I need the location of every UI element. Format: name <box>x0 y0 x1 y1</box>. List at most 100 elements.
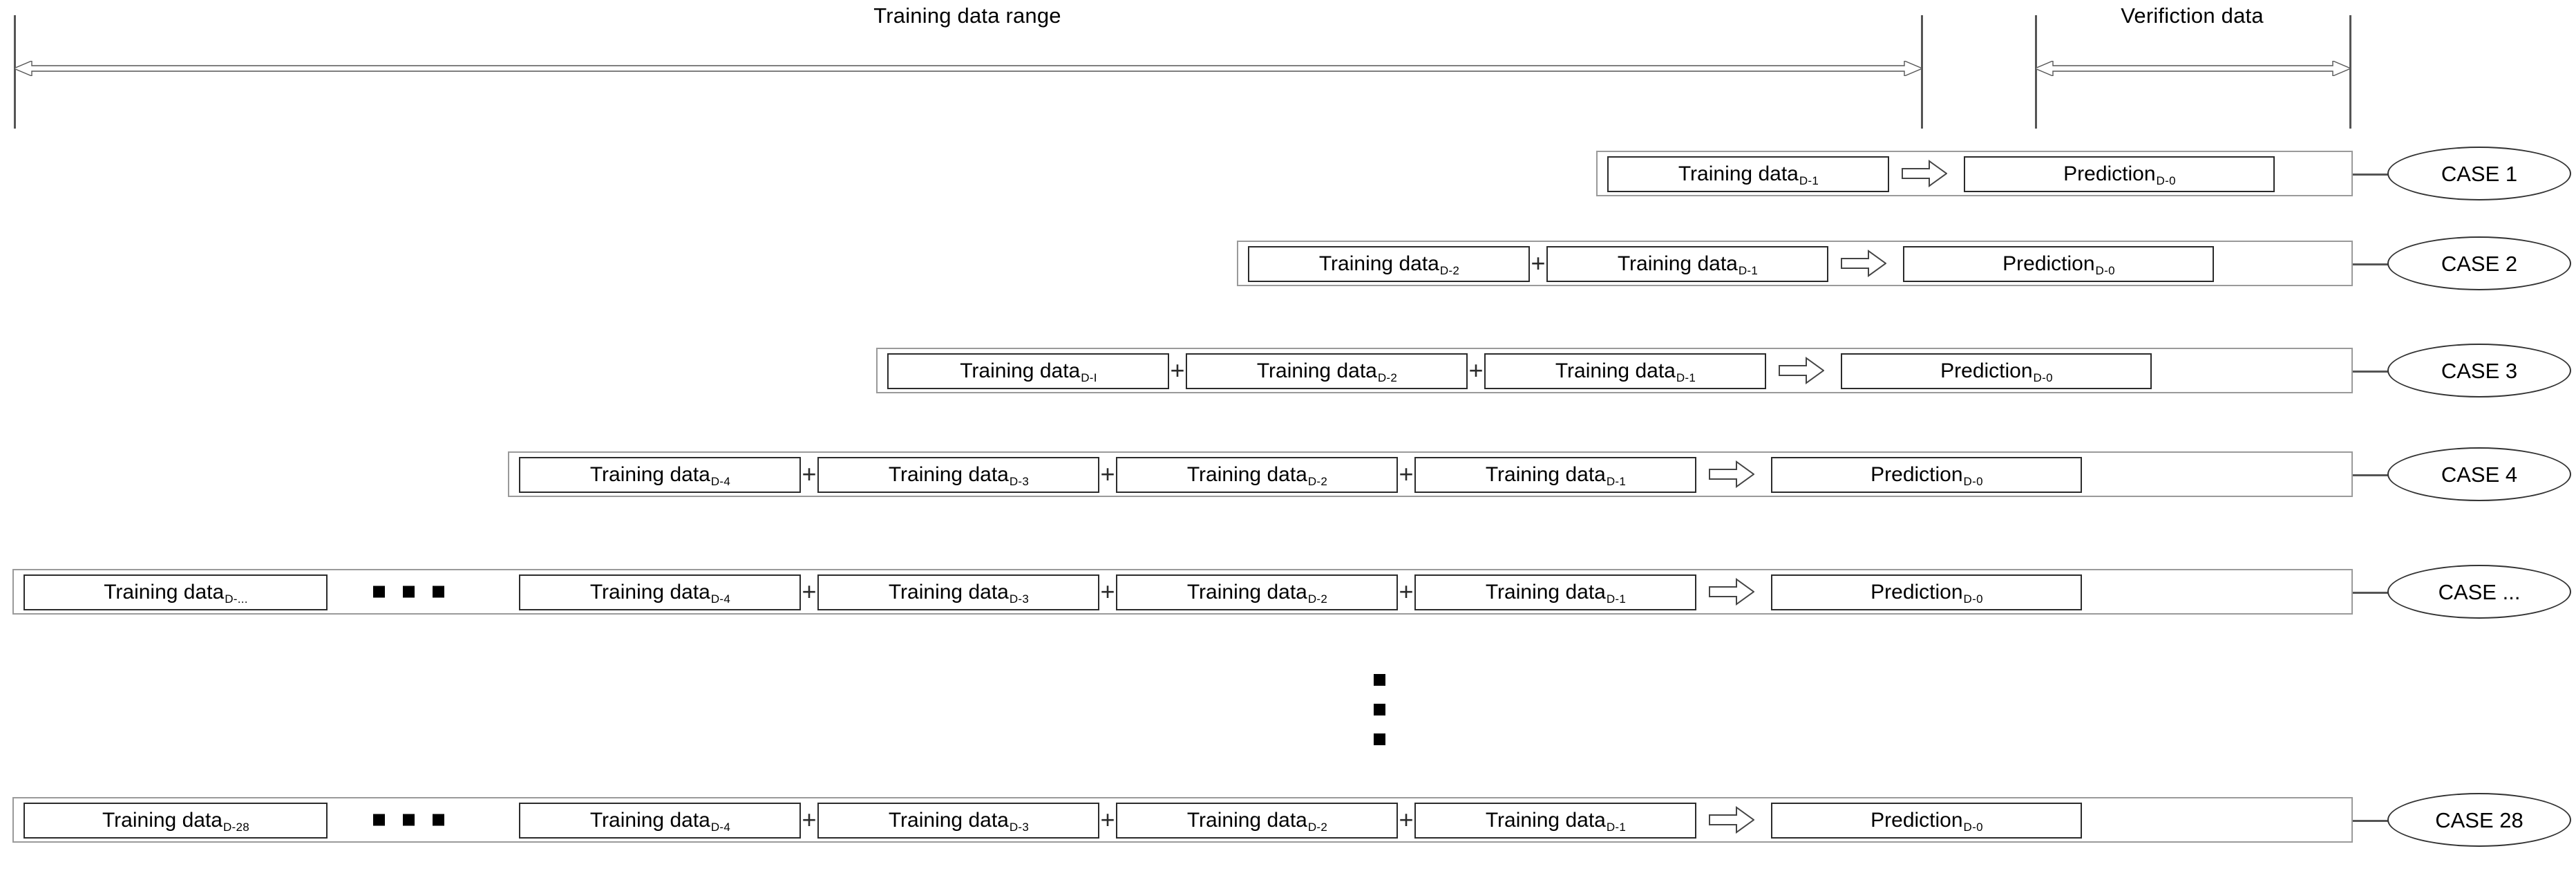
verification-label: Verifiction data <box>2121 3 2264 28</box>
training-data-subscript: D-4 <box>710 592 731 606</box>
square-dot <box>373 586 385 598</box>
square-dot <box>1374 674 1385 686</box>
square-dot <box>403 814 415 826</box>
plus-sign: + <box>802 460 817 488</box>
case-row-inner: Training dataD-1 PredictionD-0 <box>1598 152 2351 195</box>
case-badge-label: CASE 4 <box>2441 462 2518 487</box>
case-row-inner: Training dataD-4 Training dataD-3 Training… <box>509 453 2351 496</box>
range-boundary-training-end <box>1921 15 1923 129</box>
training-data-box[interactable]: Training dataD-28 <box>23 803 328 839</box>
plus-sign: + <box>1100 805 1115 834</box>
training-data-label: Training dataD-2 <box>1186 581 1328 606</box>
plus-sign: + <box>1100 577 1115 606</box>
case-badge[interactable]: CASE 2 <box>2387 236 2571 290</box>
right-arrow-icon <box>1902 160 1947 187</box>
training-data-label: Training dataD-1 <box>1485 581 1627 606</box>
training-data-box[interactable]: Training dataD-... <box>23 574 328 610</box>
case-row-inner: Training dataD-28 Training dataD-4 Trainin… <box>14 798 2351 841</box>
training-data-box[interactable]: Training dataD-1 <box>1546 246 1828 282</box>
case-badge[interactable]: CASE 28 <box>2387 793 2571 847</box>
training-data-box[interactable]: Training dataD-2 <box>1116 803 1398 839</box>
prediction-label: PredictionD-0 <box>1940 359 2053 384</box>
training-data-label: Training dataD-3 <box>888 581 1030 606</box>
training-data-label: Training dataD-2 <box>1318 252 1460 277</box>
case-connector-line <box>2353 474 2389 476</box>
case-row: Training dataD-28 Training dataD-4 Trainin… <box>12 797 2353 843</box>
training-data-box[interactable]: Training dataD-1 <box>1607 156 1889 192</box>
square-dot <box>403 586 415 598</box>
training-data-box[interactable]: Training dataD-1 <box>1414 574 1696 610</box>
training-range-label: Training data range <box>873 3 1061 28</box>
range-boundary-verification-end <box>2349 15 2351 129</box>
training-data-box[interactable]: Training dataD-4 <box>519 457 801 493</box>
training-data-box[interactable]: Training dataD-1 <box>1414 803 1696 839</box>
training-data-label: Training dataD-3 <box>888 809 1030 834</box>
training-data-subscript: D-1 <box>1676 371 1696 384</box>
vertical-ellipsis <box>1374 674 1385 745</box>
training-data-subscript: D-3 <box>1009 475 1030 488</box>
case-badge-label: CASE 3 <box>2441 358 2518 383</box>
training-data-box[interactable]: Training dataD-2 <box>1116 574 1398 610</box>
range-boundary-left <box>14 15 16 129</box>
training-data-label: Training dataD-4 <box>589 581 731 606</box>
training-data-subscript: D-2 <box>1307 821 1328 834</box>
training-data-box[interactable]: Training dataD-1 <box>1484 353 1766 389</box>
training-data-subscript: D-1 <box>1738 264 1759 277</box>
training-data-box[interactable]: Training dataD-4 <box>519 574 801 610</box>
prediction-box[interactable]: PredictionD-0 <box>1771 457 2082 493</box>
prediction-box[interactable]: PredictionD-0 <box>1771 574 2082 610</box>
case-connector-line <box>2353 371 2389 373</box>
training-data-box[interactable]: Training dataD-3 <box>817 803 1099 839</box>
prediction-label: PredictionD-0 <box>1871 463 1983 488</box>
training-data-label: Training dataD-1 <box>1555 359 1696 384</box>
plus-sign: + <box>1531 249 1546 277</box>
training-data-box[interactable]: Training dataD-2 <box>1116 457 1398 493</box>
prediction-label: PredictionD-0 <box>2063 162 2176 187</box>
training-data-box[interactable]: Training dataD-I <box>887 353 1169 389</box>
horizontal-ellipsis <box>373 814 444 826</box>
training-data-subscript: D-28 <box>222 821 250 834</box>
range-boundary-verification-start <box>2035 15 2037 129</box>
case-connector-line <box>2353 174 2389 176</box>
training-data-label: Training dataD-1 <box>1485 463 1627 488</box>
training-data-label: Training dataD-4 <box>589 809 731 834</box>
right-arrow-icon <box>1841 250 1886 277</box>
case-row: Training dataD-4 Training dataD-3 Training… <box>508 451 2353 497</box>
prediction-box[interactable]: PredictionD-0 <box>1964 156 2275 192</box>
training-data-label: Training dataD-28 <box>102 809 250 834</box>
case-badge-label: CASE 1 <box>2441 161 2518 186</box>
square-dot <box>1374 733 1385 745</box>
case-badge[interactable]: CASE 4 <box>2387 447 2571 501</box>
case-badge[interactable]: CASE 3 <box>2387 344 2571 397</box>
case-badge-label: CASE 28 <box>2435 807 2523 832</box>
training-data-label: Training dataD-2 <box>1186 809 1328 834</box>
training-data-subscript: D-3 <box>1009 592 1030 606</box>
training-data-subscript: D-2 <box>1439 264 1460 277</box>
training-data-box[interactable]: Training dataD-2 <box>1248 246 1530 282</box>
prediction-box[interactable]: PredictionD-0 <box>1903 246 2214 282</box>
case-connector-line <box>2353 592 2389 594</box>
plus-sign: + <box>1399 805 1414 834</box>
case-row: Training dataD-I Training dataD-2 Training… <box>876 348 2353 393</box>
prediction-subscript: D-0 <box>1963 592 1983 606</box>
case-badge[interactable]: CASE ... <box>2387 565 2571 619</box>
verification-range-arrow <box>2035 61 2351 76</box>
training-data-box[interactable]: Training dataD-1 <box>1414 457 1696 493</box>
case-row: Training dataD-... Training dataD-4 Traini… <box>12 569 2353 615</box>
case-badge-label: CASE 2 <box>2441 251 2518 276</box>
case-badge[interactable]: CASE 1 <box>2387 147 2571 200</box>
training-data-subscript: D-2 <box>1307 592 1328 606</box>
right-arrow-icon <box>1709 806 1754 834</box>
training-range-arrow <box>14 61 1922 76</box>
training-data-box[interactable]: Training dataD-2 <box>1186 353 1468 389</box>
plus-sign: + <box>802 577 817 606</box>
horizontal-ellipsis <box>373 586 444 598</box>
square-dot <box>373 814 385 826</box>
prediction-label: PredictionD-0 <box>1871 581 1983 606</box>
prediction-box[interactable]: PredictionD-0 <box>1841 353 2152 389</box>
training-data-box[interactable]: Training dataD-3 <box>817 457 1099 493</box>
prediction-box[interactable]: PredictionD-0 <box>1771 803 2082 839</box>
training-data-box[interactable]: Training dataD-4 <box>519 803 801 839</box>
case-row: Training dataD-1 PredictionD-0 <box>1596 151 2353 196</box>
training-data-box[interactable]: Training dataD-3 <box>817 574 1099 610</box>
